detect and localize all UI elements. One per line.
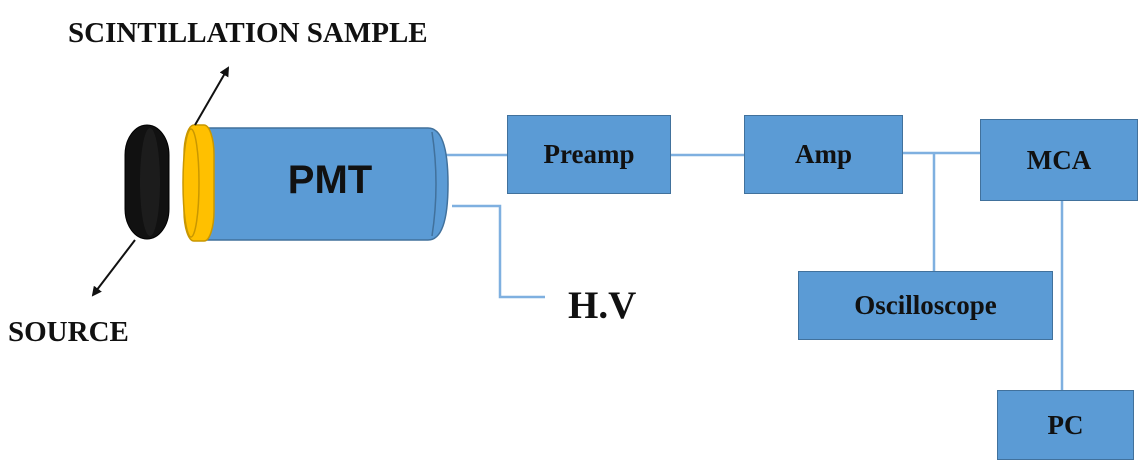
oscilloscope-block: Oscilloscope — [798, 271, 1053, 340]
source-label: SOURCE — [8, 316, 129, 348]
hv-label: H.V — [568, 284, 637, 327]
source-arrow — [91, 239, 136, 297]
preamp-block: Preamp — [507, 115, 671, 194]
pmt-to-hv-line — [452, 204, 545, 299]
mca-label: MCA — [1026, 144, 1092, 175]
scintillation-sample-label: SCINTILLATION SAMPLE — [68, 17, 428, 49]
connector-lines — [446, 151, 1064, 390]
pc-label: PC — [1047, 409, 1084, 440]
preamp-label: Preamp — [543, 139, 635, 169]
pmt-label: PMT — [287, 158, 373, 202]
amp-block: Amp — [744, 115, 903, 194]
oscilloscope-label: Oscilloscope — [854, 290, 997, 320]
amp-label: Amp — [794, 139, 852, 169]
pmt-tube — [199, 127, 449, 241]
scintillation-sample-arrow — [194, 66, 230, 126]
pc-block: PC — [997, 390, 1134, 460]
scintillation-sample — [182, 124, 215, 242]
mca-block: MCA — [980, 119, 1138, 201]
source-disk — [124, 124, 170, 240]
